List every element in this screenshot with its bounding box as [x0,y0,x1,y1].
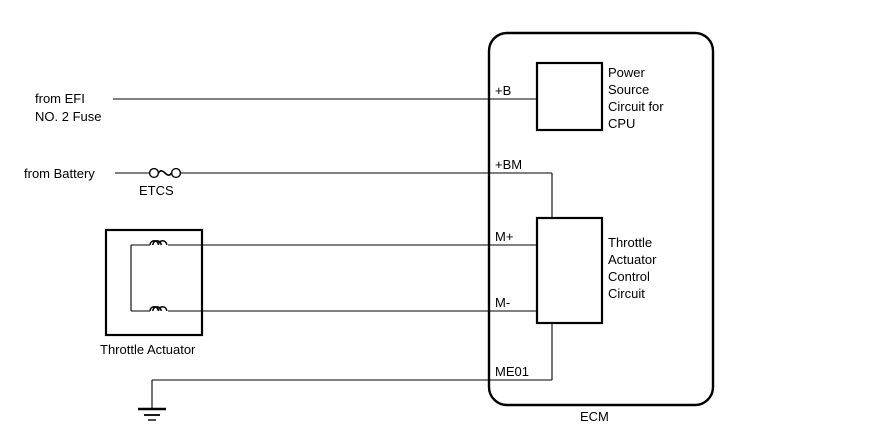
terminal-label-m-minus: M- [495,295,511,310]
terminal-label-plus-bm: +BM [495,157,523,172]
fuse-terminal-right-circle [170,167,182,179]
terminal-label-me01: ME01 [495,364,529,379]
ecm-label: ECM [580,409,609,424]
fuse-label-etcs: ETCS [139,183,174,198]
coil-upper-inductor-icon-b [152,240,162,246]
coil-lower-inductor-icon [149,306,168,312]
fuse-terminal-left-circle [148,167,160,179]
coil-lower-inductor-icon-b [152,306,162,312]
throttle-actuator-control-circuit-label: Throttle Actuator Control Circuit [608,235,657,301]
ecm-enclosure [487,31,715,407]
source-label-battery: from Battery [24,166,95,181]
power-source-circuit-box [535,61,604,132]
terminal-label-plus-b: +B [495,83,512,98]
throttle-actuator-box [104,228,204,337]
power-source-circuit-label: Power Source Circuit for CPU [608,65,664,131]
terminal-label-m-plus: M+ [495,229,514,244]
source-label-efi-fuse-line2: NO. 2 Fuse [35,109,102,124]
coil-upper-inductor-icon [149,240,168,246]
fuse-wave [157,170,173,176]
throttle-actuator-label: Throttle Actuator [100,342,196,357]
throttle-actuator-control-circuit-box [535,216,604,325]
source-label-efi-fuse-line1: from EFI [35,91,85,106]
